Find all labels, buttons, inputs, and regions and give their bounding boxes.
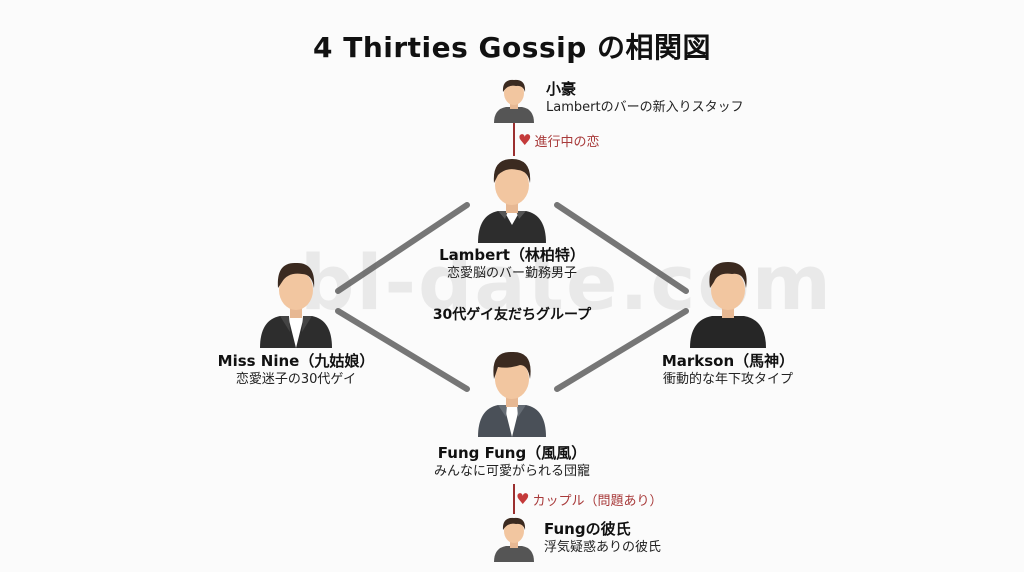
relation-xiaohao-lambert: ♥ 進行中の恋 (518, 131, 600, 151)
avatar-xiaohao-icon (494, 79, 534, 123)
diagram-title: 4 Thirties Gossip の相関図 (313, 31, 711, 64)
connector-markson-fungfung (554, 308, 689, 392)
relation-label: 進行中の恋 (534, 135, 600, 150)
character-boyfriend: Fungの彼氏 浮気疑惑ありの彼氏 (544, 520, 661, 557)
character-name: Miss Nine（九姑娘） (217, 352, 375, 370)
connector-lambert-markson (554, 202, 689, 294)
connector-lambert-missnine (335, 202, 470, 294)
heart-icon: ♥ (518, 131, 532, 149)
relation-label: カップル（問題あり） (532, 494, 663, 509)
character-desc: 恋愛迷子の30代ゲイ (235, 372, 357, 387)
character-name: Fung Fung（風風） (437, 444, 587, 462)
relation-fung-boyfriend: ♥ カップル（問題あり） (516, 490, 663, 510)
character-lambert: Lambert（林柏特） 恋愛脳のバー勤務男子 (412, 245, 612, 283)
connector-missnine-fungfung (335, 308, 470, 392)
character-desc: みんなに可愛がられる団寵 (433, 464, 590, 479)
avatar-fungfung-icon (478, 351, 546, 437)
character-markson: Markson（馬神） 衝動的な年下攻タイプ (628, 351, 828, 389)
character-name: Markson（馬神） (661, 352, 795, 370)
group-label: 30代ゲイ友だちグループ (432, 307, 592, 323)
avatar-markson-icon (690, 262, 766, 348)
character-name: Lambert（林柏特） (439, 246, 585, 264)
avatar-missnine-icon (260, 262, 332, 348)
avatar-lambert-icon (478, 159, 546, 243)
character-xiaohao: 小豪 Lambertのバーの新入りスタッフ (546, 80, 744, 117)
character-name: Fungの彼氏 (544, 520, 631, 538)
character-desc: 衝動的な年下攻タイプ (662, 372, 793, 387)
character-desc: 恋愛脳のバー勤務男子 (446, 266, 577, 281)
avatar-boyfriend-icon (494, 517, 534, 562)
heart-icon: ♥ (516, 490, 530, 508)
character-desc: 浮気疑惑ありの彼氏 (544, 540, 662, 555)
character-fungfung: Fung Fung（風風） みんなに可愛がられる団寵 (402, 443, 622, 481)
character-desc: Lambertのバーの新入りスタッフ (546, 100, 744, 115)
character-name: 小豪 (546, 80, 577, 98)
character-missnine: Miss Nine（九姑娘） 恋愛迷子の30代ゲイ (196, 351, 396, 389)
